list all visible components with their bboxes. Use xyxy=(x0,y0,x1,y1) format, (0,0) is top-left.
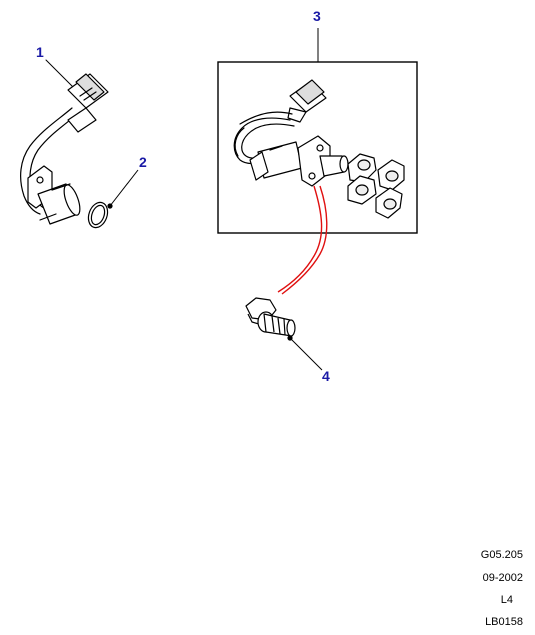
callout-1: 1 xyxy=(36,44,44,60)
camshaft-sensor-kit xyxy=(217,28,418,234)
reference-code: G05.205 xyxy=(480,549,523,561)
o-ring xyxy=(87,169,139,229)
reference-id: LB0158 xyxy=(485,616,523,628)
crankshaft-sensor-with-harness xyxy=(20,59,109,225)
highlight-wires xyxy=(277,185,328,295)
reference-level: L4 xyxy=(500,594,513,606)
callout-2: 2 xyxy=(139,154,147,170)
callout-3: 3 xyxy=(313,8,321,24)
reference-date: 09-2002 xyxy=(482,572,523,584)
callout-4: 4 xyxy=(322,368,330,384)
bolt xyxy=(245,297,323,371)
